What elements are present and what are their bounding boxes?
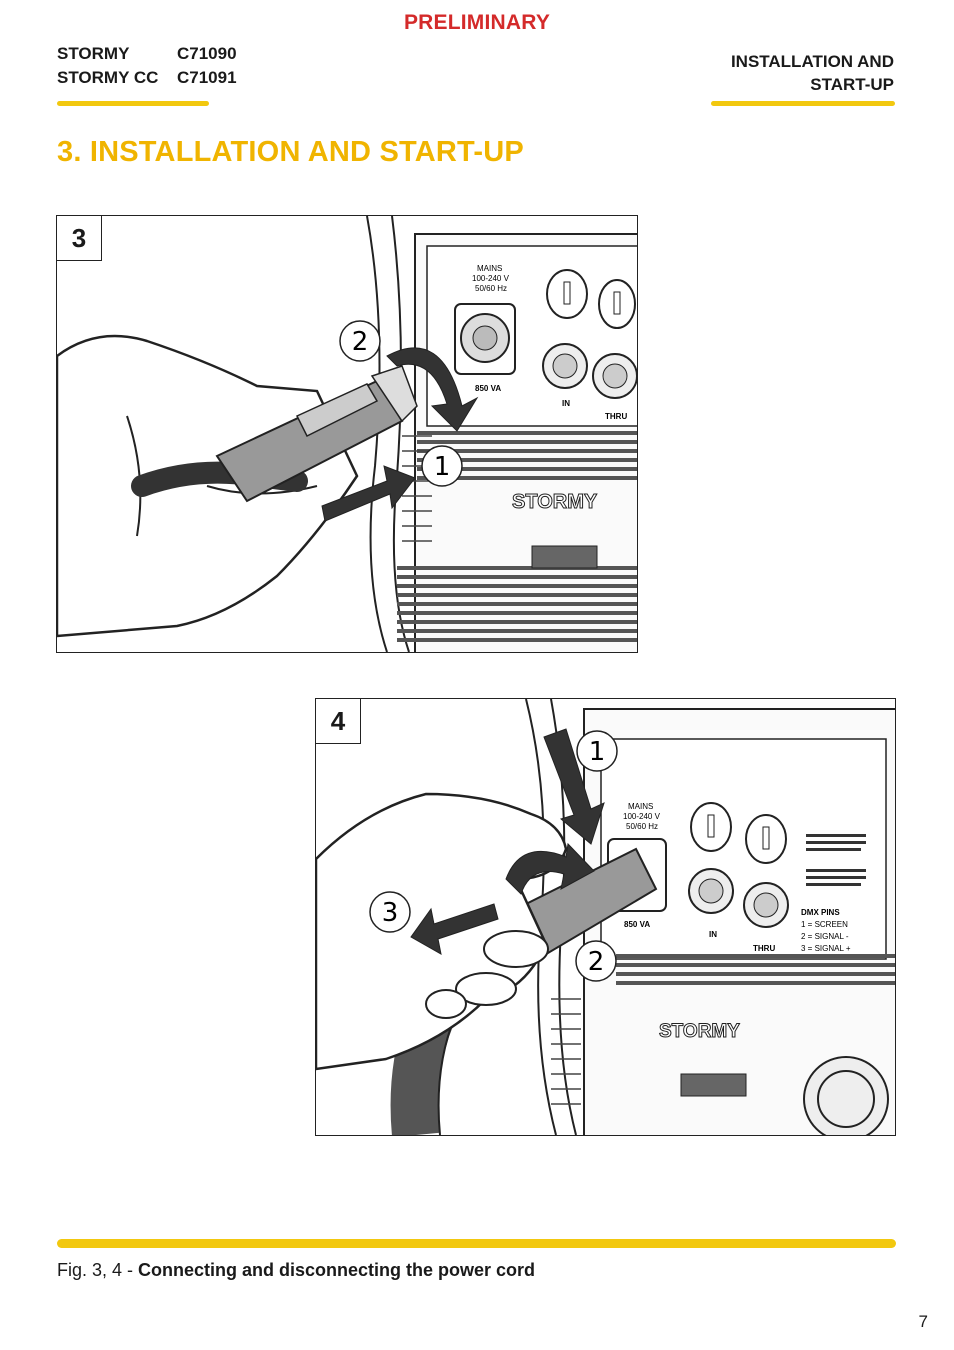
model-row: STORMY CC C71091	[57, 66, 237, 90]
callout-number: 2	[352, 327, 369, 357]
stormy-brand-label: STORMY	[512, 491, 598, 513]
model-name: STORMY	[57, 44, 130, 63]
fan-icon	[803, 1056, 889, 1135]
mains-label: MAINS	[628, 802, 653, 811]
dmx-pin2-label: 2 = SIGNAL -	[801, 932, 849, 941]
in-label: IN	[709, 930, 717, 939]
model-list: STORMY C71090 STORMY CC C71091	[57, 42, 237, 90]
model-row: STORMY C71090	[57, 42, 237, 66]
model-code: C71090	[177, 44, 237, 63]
figure-3: MAINS 100-240 V 50/60 Hz 850 VA IN THRU	[56, 215, 638, 653]
push-arrow-icon	[321, 465, 416, 522]
power-label: 850 VA	[475, 384, 501, 393]
figure-4-illustration: MAINS 100-240 V 50/60 Hz 850 VA IN THRU …	[316, 699, 895, 1135]
header-rule-right	[711, 101, 895, 106]
section-header: INSTALLATION AND START-UP	[731, 50, 894, 96]
caption-prefix: Fig. 3, 4 -	[57, 1260, 139, 1280]
rotate-arrow-icon	[386, 347, 479, 432]
voltage-label: 100-240 V	[623, 812, 661, 821]
model-name: STORMY CC	[57, 68, 159, 87]
mains-label: MAINS	[477, 264, 502, 273]
dmx-pin1-label: 1 = SCREEN	[801, 920, 848, 929]
pull-arrow-icon	[410, 903, 499, 955]
callout-number: 2	[588, 947, 605, 977]
dmx-pins-label: DMX PINS	[801, 908, 840, 917]
header-rule-left	[57, 101, 209, 106]
callout-circle	[369, 891, 411, 933]
callout-number: 3	[382, 898, 399, 928]
power-label: 850 VA	[624, 920, 650, 929]
stormy-brand-label: STORMY	[659, 1021, 740, 1042]
page-title: 3. INSTALLATION AND START-UP	[57, 136, 524, 168]
callout-circle	[339, 320, 381, 362]
figure-4: MAINS 100-240 V 50/60 Hz 850 VA IN THRU …	[315, 698, 896, 1136]
page-number: 7	[918, 1312, 928, 1331]
callout-circle	[576, 730, 618, 772]
voltage-label: 100-240 V	[472, 274, 510, 283]
thru-label: THRU	[605, 412, 627, 421]
figure-number-badge: 4	[316, 699, 361, 744]
dmx-pin3-label: 3 = SIGNAL +	[801, 944, 851, 953]
callout-circle	[575, 940, 617, 982]
callout-circle	[421, 445, 463, 487]
manufacturer-logo	[531, 545, 598, 569]
thru-label: THRU	[753, 944, 775, 953]
figure-number-badge: 3	[57, 216, 102, 261]
section-header-line: INSTALLATION AND	[730, 52, 894, 71]
caption-rule	[57, 1239, 896, 1248]
in-label: IN	[562, 399, 570, 408]
callout-number: 1	[434, 452, 451, 482]
push-arrow-icon	[543, 728, 605, 845]
figure-3-illustration: MAINS 100-240 V 50/60 Hz 850 VA IN THRU	[57, 216, 637, 652]
section-header-line: START-UP	[810, 75, 894, 94]
manufacturer-logo	[680, 1073, 747, 1097]
model-code: C71091	[177, 68, 237, 87]
caption-text: Connecting and disconnecting the power c…	[138, 1260, 536, 1280]
frequency-label: 50/60 Hz	[475, 284, 507, 293]
callout-number: 1	[589, 737, 606, 767]
frequency-label: 50/60 Hz	[626, 822, 658, 831]
rotate-arrow-icon	[505, 842, 595, 895]
preliminary-banner: PRELIMINARY	[403, 11, 551, 34]
figure-caption: Fig. 3, 4 - Connecting and disconnecting…	[57, 1260, 535, 1281]
